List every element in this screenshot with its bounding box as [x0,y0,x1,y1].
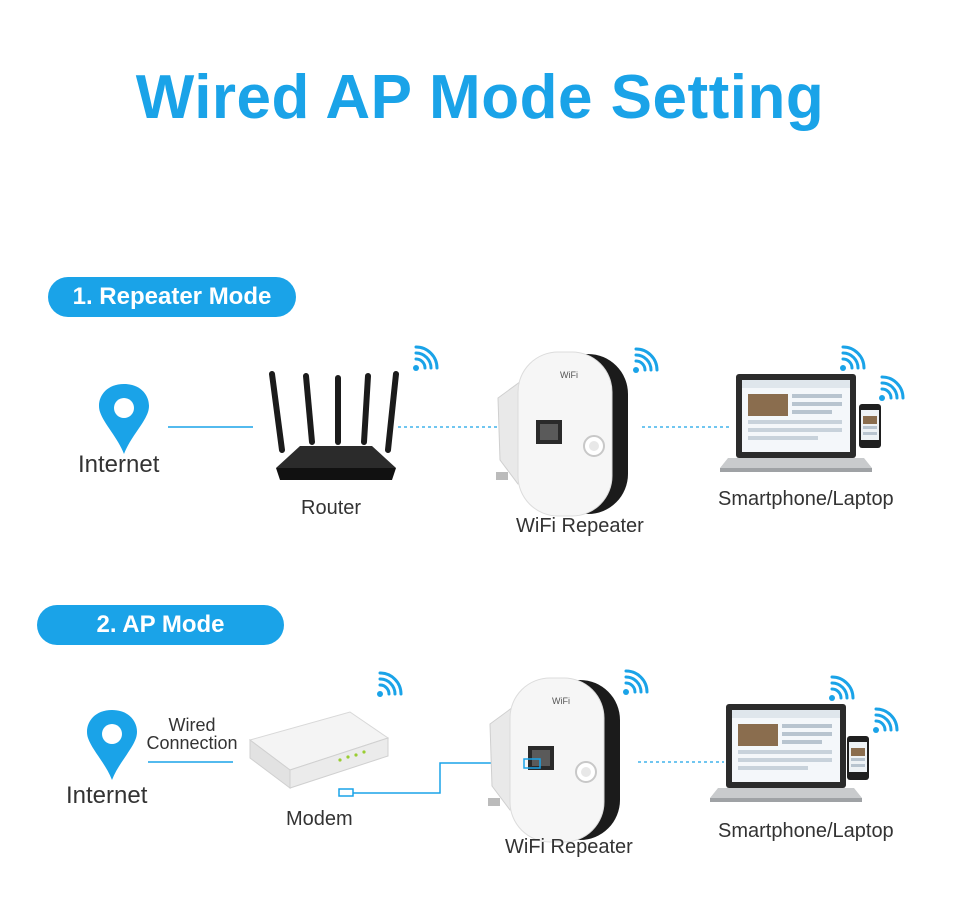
repeater-label: WiFi Repeater [505,836,633,858]
wifi-signal-icon [877,375,905,403]
clients-label: Smartphone/Laptop [718,488,894,510]
wifi-signal-icon [375,671,403,699]
router-icon [269,371,399,480]
modem-label: Modem [286,808,353,830]
modem-icon [248,711,390,789]
internet-label: Internet [66,782,148,809]
router-label: Router [301,497,362,519]
smartphone-icon [859,404,881,448]
wifi-signal-icon [871,707,899,735]
clients-label: Smartphone/Laptop [718,820,894,842]
page-title: Wired AP Mode Setting [135,63,825,132]
wifi-signal-icon [827,675,855,703]
wired-connection-line2: Connection [146,733,238,753]
wifi-signal-icon [838,345,866,373]
ethernet-cable [353,762,526,794]
wired-connection-label: Wired Connection [140,716,244,752]
internet-label: Internet [78,451,160,478]
repeater-port [523,758,541,769]
laptop-icon [710,704,862,802]
wifi-signal-icon [631,347,659,375]
smartphone-icon [847,736,869,780]
laptop-icon [720,374,872,472]
repeater-icon [487,677,621,843]
wired-connection-line1: Wired [168,715,216,735]
modem-port [338,788,354,797]
repeater-label: WiFi Repeater [516,515,644,537]
wifi-signal-icon [411,345,439,373]
section-heading-repeater: 1. Repeater Mode [48,277,296,317]
pin-icon-2 [87,710,137,780]
pin-icon-1 [99,384,149,454]
section-heading-ap: 2. AP Mode [37,605,284,645]
repeater-icon [495,351,629,517]
wifi-signal-icon [621,669,649,697]
